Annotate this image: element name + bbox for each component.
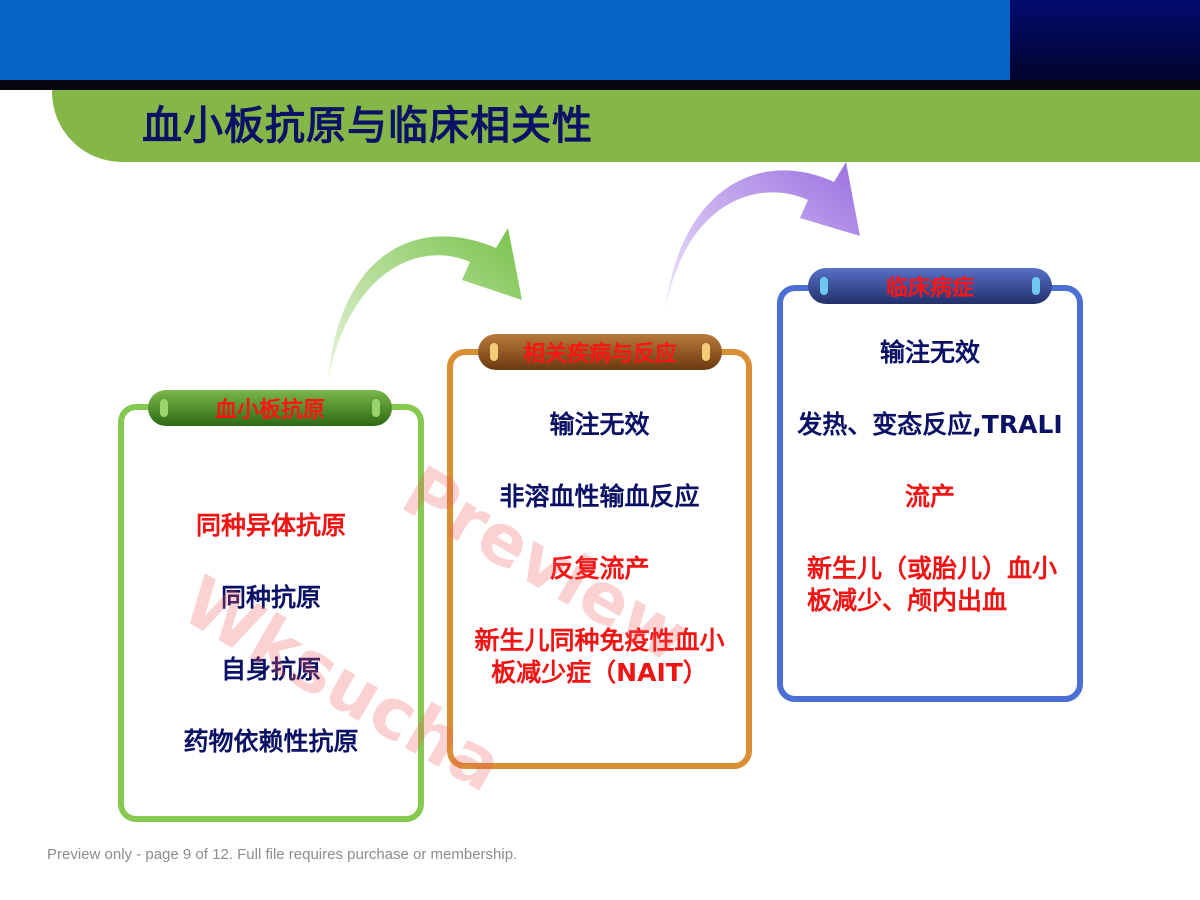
list-item: 输注无效 xyxy=(549,410,650,439)
header-rule xyxy=(0,80,1200,90)
list-item: 非溶血性输血反应 xyxy=(499,482,700,511)
list-item: 药物依赖性抗原 xyxy=(183,727,359,756)
card-3-list: 输注无效 发热、变态反应,TRALI 流产 新生儿（或胎儿）血小板减少、颅内出血 xyxy=(783,337,1077,617)
heading-related-diseases: 相关疾病与反应 xyxy=(478,334,722,370)
card-1-list: 同种异体抗原 同种抗原 自身抗原 药物依赖性抗原 xyxy=(124,510,418,758)
heading-label: 相关疾病与反应 xyxy=(522,342,677,367)
heading-label: 血小板抗原 xyxy=(214,398,325,423)
list-item: 新生儿同种免疫性血小板减少症（NAIT） xyxy=(474,626,725,687)
footer-note: Preview only - page 9 of 12. Full file r… xyxy=(47,846,518,863)
card-2-list: 输注无效 非溶血性输血反应 反复流产 新生儿同种免疫性血小板减少症（NAIT） xyxy=(453,409,746,689)
list-item: 流产 xyxy=(904,482,955,511)
pill-knob-icon xyxy=(1032,277,1040,295)
heading-platelet-antigens: 血小板抗原 xyxy=(148,390,392,426)
pill-knob-icon xyxy=(490,343,498,361)
card-platelet-antigens: 同种异体抗原 同种抗原 自身抗原 药物依赖性抗原 xyxy=(118,404,424,822)
pill-knob-icon xyxy=(372,399,380,417)
list-item: 输注无效 xyxy=(879,338,980,367)
arrow-purple-icon xyxy=(665,162,860,312)
card-clinical-conditions: 输注无效 发热、变态反应,TRALI 流产 新生儿（或胎儿）血小板减少、颅内出血 xyxy=(777,285,1083,702)
header-bar-navy xyxy=(1010,0,1200,80)
list-item: 新生儿（或胎儿）血小板减少、颅内出血 xyxy=(807,554,1058,615)
list-item: 发热、变态反应,TRALI xyxy=(797,410,1063,439)
list-item: 自身抗原 xyxy=(220,655,321,684)
list-item: 同种异体抗原 xyxy=(195,511,346,540)
title-band xyxy=(52,90,1200,162)
arrow-green-icon xyxy=(328,228,522,380)
card-related-diseases: 输注无效 非溶血性输血反应 反复流产 新生儿同种免疫性血小板减少症（NAIT） xyxy=(447,349,752,769)
header-bar-blue xyxy=(0,0,1010,80)
heading-clinical-conditions: 临床病症 xyxy=(808,268,1052,304)
list-item: 同种抗原 xyxy=(220,583,321,612)
pill-knob-icon xyxy=(702,343,710,361)
pill-knob-icon xyxy=(160,399,168,417)
list-item: 反复流产 xyxy=(549,554,650,583)
pill-knob-icon xyxy=(820,277,828,295)
slide-title: 血小板抗原与临床相关性 xyxy=(142,103,593,149)
heading-label: 临床病症 xyxy=(885,276,974,301)
